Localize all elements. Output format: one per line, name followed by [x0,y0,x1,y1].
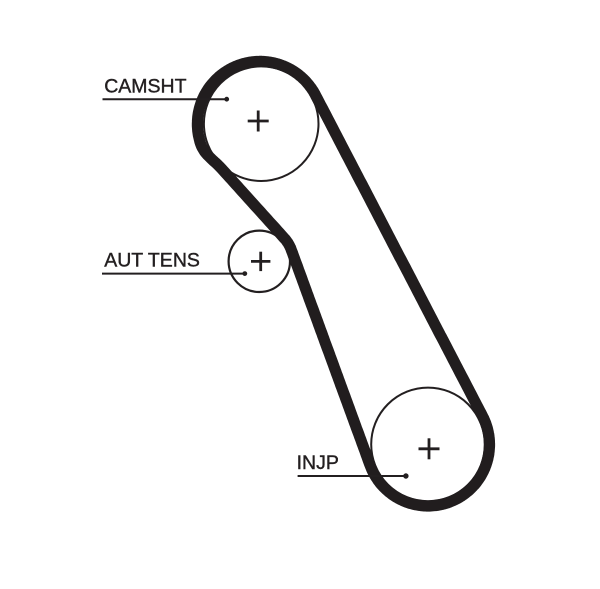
svg-text:AUT TENS: AUT TENS [104,249,200,271]
svg-text:INJP: INJP [297,452,339,474]
svg-text:CAMSHT: CAMSHT [104,76,186,98]
